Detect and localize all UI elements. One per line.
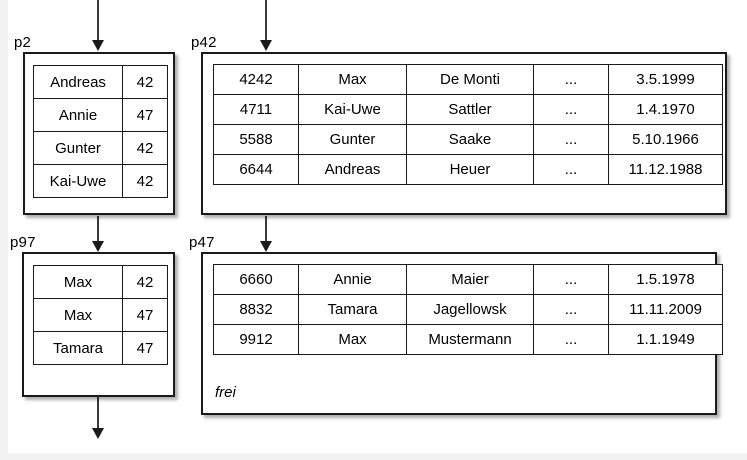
record-lastname-cell: De Monti — [406, 64, 534, 95]
record-id-cell: 6644 — [213, 154, 299, 185]
arrow-p2-to-p97 — [91, 216, 105, 252]
table-row: Andreas 42 — [33, 65, 168, 99]
table-row: 9912 Max Mustermann ... 1.1.1949 — [213, 324, 723, 355]
index-bucket-cell: 42 — [122, 65, 168, 99]
record-date-cell: 11.11.2009 — [608, 294, 723, 325]
record-date-cell: 1.4.1970 — [608, 94, 723, 125]
index-key-cell: Andreas — [33, 65, 123, 99]
index-bucket-cell: 47 — [122, 331, 168, 365]
index-key-cell: Max — [33, 265, 123, 299]
record-id-cell: 4711 — [213, 94, 299, 125]
arrow-head — [92, 40, 104, 51]
record-lastname-cell: Heuer — [406, 154, 534, 185]
index-key-cell: Max — [33, 298, 123, 332]
table-row: 8832 Tamara Jagellowsk ... 11.11.2009 — [213, 294, 723, 325]
page-label-p47: p47 — [189, 234, 215, 251]
arrow-head — [260, 40, 272, 51]
arrow-shaft — [97, 216, 99, 241]
table-row: Gunter 42 — [33, 131, 168, 165]
record-lastname-cell: Maier — [406, 264, 534, 295]
record-more-cell: ... — [533, 264, 609, 295]
record-firstname-cell: Tamara — [298, 294, 407, 325]
index-bucket-cell: 42 — [122, 164, 168, 198]
arrow-into-p2 — [91, 0, 105, 51]
record-lastname-cell: Saake — [406, 124, 534, 155]
index-bucket-cell: 47 — [122, 298, 168, 332]
arrow-shaft — [97, 397, 99, 428]
index-key-cell: Annie — [33, 98, 123, 132]
left-margin-strip — [0, 0, 8, 460]
record-more-cell: ... — [533, 154, 609, 185]
table-row: 6644 Andreas Heuer ... 11.12.1988 — [213, 154, 723, 185]
arrow-into-p42 — [259, 0, 273, 51]
arrow-out-of-p97 — [91, 397, 105, 439]
record-id-cell: 5588 — [213, 124, 299, 155]
record-firstname-cell: Annie — [298, 264, 407, 295]
record-lastname-cell: Sattler — [406, 94, 534, 125]
table-row: Annie 47 — [33, 98, 168, 132]
page-label-p42: p42 — [191, 34, 217, 51]
free-space-label-p47: frei — [215, 384, 236, 401]
record-firstname-cell: Max — [298, 64, 407, 95]
record-date-cell: 3.5.1999 — [608, 64, 723, 95]
record-date-cell: 11.12.1988 — [608, 154, 723, 185]
record-date-cell: 1.5.1978 — [608, 264, 723, 295]
record-more-cell: ... — [533, 64, 609, 95]
record-more-cell: ... — [533, 124, 609, 155]
index-bucket-cell: 42 — [122, 265, 168, 299]
page-label-p2: p2 — [14, 34, 32, 51]
record-date-cell: 1.1.1949 — [608, 324, 723, 355]
record-firstname-cell: Kai-Uwe — [298, 94, 407, 125]
table-row: Kai-Uwe 42 — [33, 164, 168, 198]
index-table-p2: Andreas 42 Annie 47 Gunter 42 Kai-Uwe 42 — [33, 65, 168, 198]
record-more-cell: ... — [533, 294, 609, 325]
record-id-cell: 6660 — [213, 264, 299, 295]
table-row: 4711 Kai-Uwe Sattler ... 1.4.1970 — [213, 94, 723, 125]
record-lastname-cell: Mustermann — [406, 324, 534, 355]
index-bucket-cell: 42 — [122, 131, 168, 165]
arrow-shaft — [265, 216, 267, 241]
record-firstname-cell: Gunter — [298, 124, 407, 155]
record-date-cell: 5.10.1966 — [608, 124, 723, 155]
arrow-shaft — [97, 0, 99, 40]
table-row: Max 42 — [33, 265, 168, 299]
arrow-head — [92, 428, 104, 439]
page-label-p97: p97 — [10, 234, 36, 251]
record-id-cell: 4242 — [213, 64, 299, 95]
record-more-cell: ... — [533, 324, 609, 355]
index-bucket-cell: 47 — [122, 98, 168, 132]
index-key-cell: Gunter — [33, 131, 123, 165]
record-id-cell: 9912 — [213, 324, 299, 355]
index-key-cell: Kai-Uwe — [33, 164, 123, 198]
index-table-p97: Max 42 Max 47 Tamara 47 — [33, 265, 168, 365]
table-row: Tamara 47 — [33, 331, 168, 365]
table-row: 6660 Annie Maier ... 1.5.1978 — [213, 264, 723, 295]
table-row: Max 47 — [33, 298, 168, 332]
record-firstname-cell: Andreas — [298, 154, 407, 185]
table-row: 5588 Gunter Saake ... 5.10.1966 — [213, 124, 723, 155]
table-row: 4242 Max De Monti ... 3.5.1999 — [213, 64, 723, 95]
arrow-p42-to-p47 — [259, 216, 273, 252]
record-id-cell: 8832 — [213, 294, 299, 325]
record-more-cell: ... — [533, 94, 609, 125]
data-table-p47: 6660 Annie Maier ... 1.5.1978 8832 Tamar… — [213, 264, 723, 355]
record-firstname-cell: Max — [298, 324, 407, 355]
arrow-shaft — [265, 0, 267, 40]
bottom-margin-strip — [0, 453, 747, 460]
index-key-cell: Tamara — [33, 331, 123, 365]
record-lastname-cell: Jagellowsk — [406, 294, 534, 325]
data-table-p42: 4242 Max De Monti ... 3.5.1999 4711 Kai-… — [213, 64, 723, 185]
arrow-head — [260, 241, 272, 252]
arrow-head — [92, 241, 104, 252]
